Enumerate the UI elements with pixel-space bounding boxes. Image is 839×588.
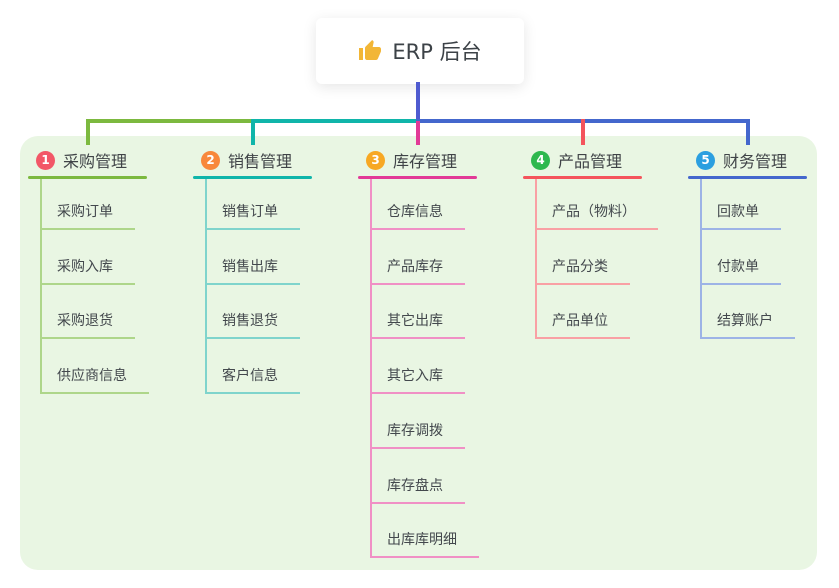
root-stem-line [415,82,420,123]
branch-label: 销售管理 [228,152,293,171]
connector-drop-finance [745,121,750,145]
connector-drop-purchase [85,121,90,145]
branch-node-finance[interactable]: 5 财务管理 [696,148,787,172]
connector-drop-sales [250,121,255,145]
child-label: 付款单 [717,258,759,275]
child-node[interactable]: 库存调拨 [370,416,465,449]
child-label: 其它入库 [387,368,443,385]
child-label: 采购退货 [57,313,113,330]
child-label: 采购入库 [57,258,113,275]
branch-badge: 4 [531,150,550,170]
branch-label: 产品管理 [558,152,623,171]
connector-drop-inventory [415,121,420,145]
child-node[interactable]: 销售出库 [205,252,300,285]
child-node[interactable]: 产品分类 [535,252,630,285]
child-label: 采购订单 [57,204,113,220]
child-node[interactable]: 产品（物料） [535,197,658,230]
root-node[interactable]: ERP 后台 [316,18,524,84]
child-label: 销售订单 [222,204,278,220]
branch-node-inventory[interactable]: 3 库存管理 [366,148,457,172]
child-label: 仓库信息 [387,204,443,220]
child-label: 出库库明细 [387,532,457,549]
child-connector-line [700,179,702,339]
child-label: 客户信息 [222,368,278,385]
child-node[interactable]: 产品库存 [370,252,465,285]
child-label: 产品分类 [552,258,608,275]
child-node[interactable]: 供应商信息 [40,361,149,395]
child-label: 销售退货 [222,313,278,330]
child-node[interactable]: 库存盘点 [370,471,465,504]
branch-node-sales[interactable]: 2 销售管理 [201,148,292,172]
child-label: 产品库存 [387,258,443,275]
child-connector-line [535,179,537,339]
connector-hseg-sales [250,119,418,123]
branch-badge: 3 [366,150,385,170]
branch-underline [523,176,642,179]
child-label: 库存调拨 [387,422,443,439]
child-label: 产品（物料） [552,204,636,220]
branch-badge: 1 [36,150,55,170]
child-connector-line [370,179,372,558]
child-node[interactable]: 回款单 [700,197,781,230]
root-title: ERP 后台 [392,40,482,64]
child-connector-line [40,179,42,394]
branch-label: 库存管理 [393,152,458,171]
child-node[interactable]: 结算账户 [700,306,795,340]
child-label: 回款单 [717,204,759,220]
child-node[interactable]: 采购入库 [40,252,135,285]
connector-hseg-purchase [85,119,253,123]
child-label: 库存盘点 [387,477,443,494]
thumbs-up-icon [358,39,382,63]
branch-underline [688,176,807,179]
child-label: 销售出库 [222,258,278,275]
child-label: 产品单位 [552,313,608,330]
child-connector-line [205,179,207,394]
branch-node-product[interactable]: 4 产品管理 [531,148,622,172]
child-node[interactable]: 其它入库 [370,361,465,395]
branch-node-purchase[interactable]: 1 采购管理 [36,148,127,172]
branch-badge: 2 [201,150,220,170]
branch-badge: 5 [696,150,715,170]
child-node[interactable]: 产品单位 [535,306,630,340]
branch-label: 财务管理 [723,152,788,171]
child-label: 其它出库 [387,313,443,330]
child-node[interactable]: 其它出库 [370,306,465,340]
branch-underline [358,176,477,179]
child-node[interactable]: 出库库明细 [370,525,479,559]
child-node[interactable]: 客户信息 [205,361,300,395]
branch-label: 采购管理 [63,152,128,171]
child-node[interactable]: 付款单 [700,252,781,285]
background-panel [20,136,817,570]
child-node[interactable]: 采购订单 [40,197,135,230]
child-node[interactable]: 仓库信息 [370,197,465,230]
child-node[interactable]: 销售退货 [205,306,300,340]
branch-underline [28,176,147,179]
child-label: 供应商信息 [57,368,127,385]
child-label: 结算账户 [717,313,773,330]
child-node[interactable]: 采购退货 [40,306,135,340]
connector-drop-product [580,119,585,145]
branch-underline [193,176,312,179]
child-node[interactable]: 销售订单 [205,197,300,230]
